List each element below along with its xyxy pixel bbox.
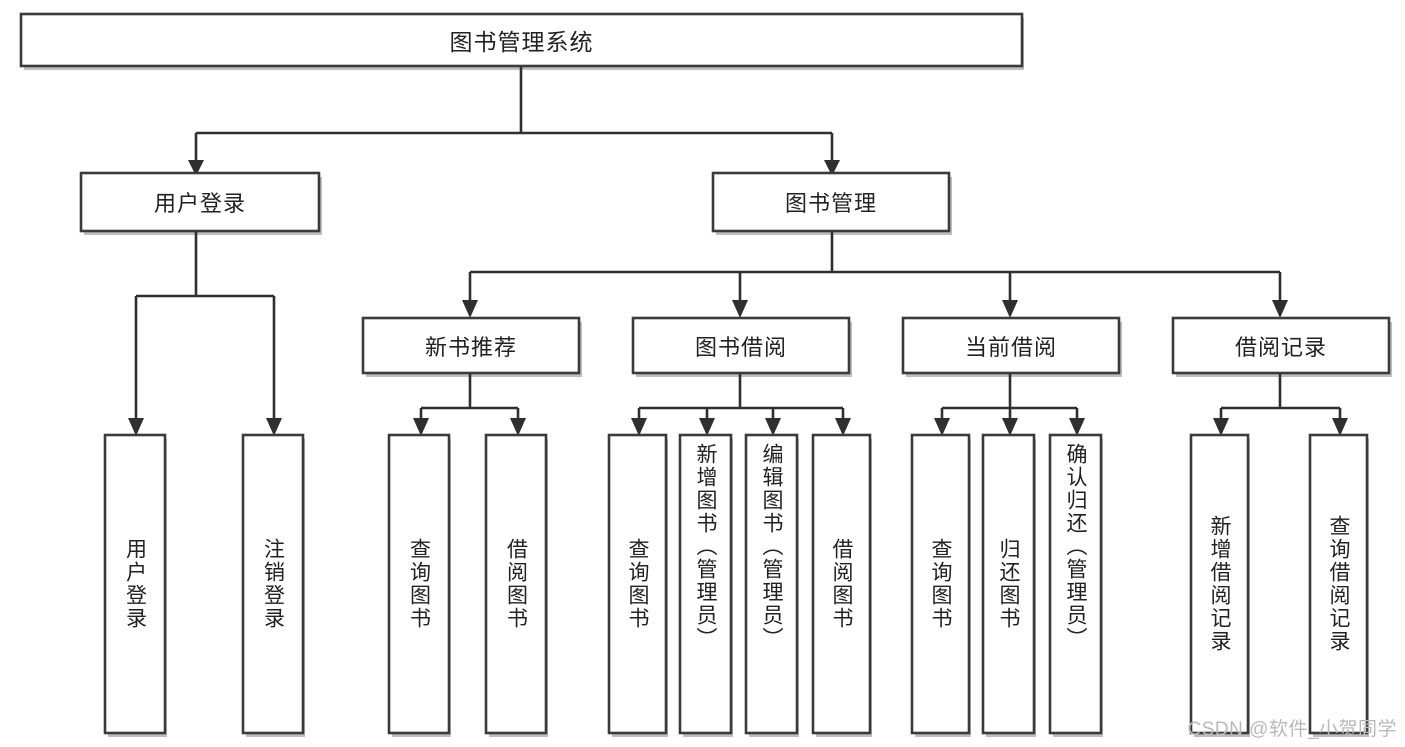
node-leaf-return-book[interactable]: [981, 433, 1036, 735]
node-leaf-user-login[interactable]: [103, 433, 167, 735]
node-book-borrow[interactable]: [631, 316, 851, 375]
node-leaf-query-book-2[interactable]: [607, 433, 668, 735]
node-leaf-borrow-book-1[interactable]: [484, 433, 548, 735]
node-leaf-borrow-book-2[interactable]: [811, 433, 872, 735]
connector-currentborrow-to-leaves: [934, 373, 1085, 436]
node-user-login[interactable]: [79, 171, 321, 233]
node-current-borrow[interactable]: [901, 316, 1121, 375]
connector-bookborrow-to-leaves: [631, 373, 851, 436]
connector-borrowrecord-to-leaves: [1213, 373, 1348, 436]
node-leaf-query-record[interactable]: [1308, 433, 1369, 735]
node-borrow-record[interactable]: [1171, 316, 1391, 375]
connector-newbook-to-leaves: [413, 373, 526, 436]
node-leaf-confirm-return[interactable]: [1048, 433, 1103, 735]
node-leaf-logout-login[interactable]: [241, 433, 305, 735]
node-leaf-query-book-1[interactable]: [387, 433, 451, 735]
node-leaf-edit-book[interactable]: [744, 433, 799, 735]
connector-bookmanage-to-level3: [462, 231, 1288, 318]
node-root[interactable]: [19, 12, 1024, 68]
node-leaf-query-book-3[interactable]: [910, 433, 971, 735]
node-leaf-add-book[interactable]: [678, 433, 733, 735]
connector-root-to-level2: [188, 66, 840, 176]
node-new-book-recommend[interactable]: [361, 316, 581, 375]
watermark-text: CSDN @软件_小贺同学: [1187, 719, 1397, 740]
node-book-manage[interactable]: [711, 171, 951, 233]
node-leaf-add-record[interactable]: [1189, 433, 1250, 735]
connector-userlogin-to-leaves: [128, 231, 282, 436]
